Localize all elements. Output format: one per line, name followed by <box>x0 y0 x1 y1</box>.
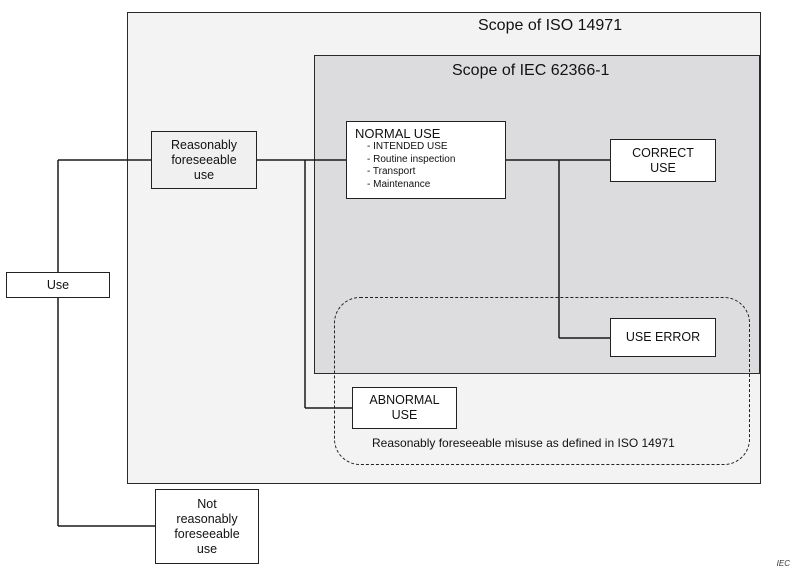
normal-use-item: - Routine inspection <box>367 153 456 165</box>
correct-use-line: CORRECT <box>632 145 694 160</box>
reasonably-foreseeable-use-box: Reasonably foreseeable use <box>151 131 257 189</box>
normal-use-item: - INTENDED USE <box>367 141 448 152</box>
normal-use-title: NORMAL USE <box>355 126 441 141</box>
reasonably-foreseeable-line: foreseeable <box>171 152 237 167</box>
normal-use-list: - INTENDED USE - Routine inspection - Tr… <box>355 141 505 191</box>
use-box: Use <box>6 272 110 298</box>
normal-use-item: - Maintenance <box>367 178 431 190</box>
iso-scope-title: Scope of ISO 14971 <box>478 17 623 34</box>
use-error-box: USE ERROR <box>610 318 716 357</box>
iec-mark: IEC <box>776 559 790 568</box>
use-label: Use <box>46 277 70 292</box>
not-reasonably-foreseeable-line: use <box>196 541 218 556</box>
abnormal-use-line: USE <box>391 408 418 422</box>
not-reasonably-foreseeable-use-box: Not reasonably foreseeable use <box>155 489 259 564</box>
normal-use-item: - Transport <box>367 166 416 177</box>
not-reasonably-foreseeable-line: Not <box>197 496 217 511</box>
correct-use-box: CORRECT USE <box>610 139 716 182</box>
use-error-label: USE ERROR <box>625 330 701 344</box>
reasonably-foreseeable-line: Reasonably <box>170 137 237 152</box>
misuse-caption: Reasonably foreseeable misuse as defined… <box>372 436 675 450</box>
abnormal-use-line: ABNORMAL <box>369 393 440 407</box>
reasonably-foreseeable-line: use <box>193 167 215 182</box>
correct-use-line: USE <box>650 160 676 175</box>
not-reasonably-foreseeable-line: foreseeable <box>174 526 240 541</box>
not-reasonably-foreseeable-line: reasonably <box>176 511 238 526</box>
normal-use-box: NORMAL USE - INTENDED USE - Routine insp… <box>346 121 506 199</box>
abnormal-use-box: ABNORMAL USE <box>352 387 457 429</box>
iec-scope-title: Scope of IEC 62366-1 <box>452 62 610 79</box>
